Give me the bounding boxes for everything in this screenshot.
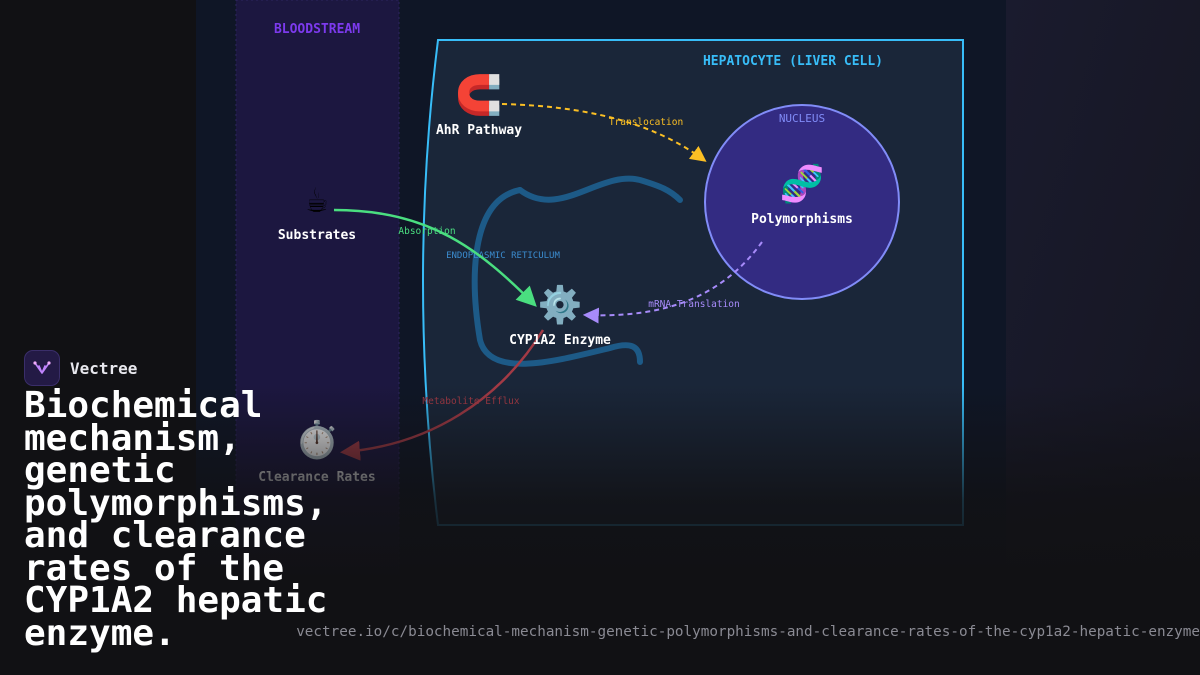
hepatocyte-cell bbox=[422, 39, 964, 526]
hepatocyte-label: HEPATOCYTE (LIVER CELL) bbox=[703, 54, 883, 69]
edge-label-translocation: Translocation bbox=[609, 117, 683, 128]
magnet-icon: 🧲 bbox=[455, 73, 502, 117]
er-label: ENDOPLASMIC RETICULUM bbox=[446, 251, 560, 261]
coffee-icon: ☕ bbox=[306, 180, 328, 221]
edge-label-mrna: mRNA Translation bbox=[648, 299, 740, 310]
edge-label-absorption: Absorption bbox=[398, 226, 455, 237]
brand-name: Vectree bbox=[70, 358, 138, 378]
bloodstream-label: BLOODSTREAM bbox=[274, 22, 360, 37]
page-url[interactable]: vectree.io/c/biochemical-mechanism-genet… bbox=[296, 624, 1200, 640]
vectree-logo-icon bbox=[24, 350, 60, 386]
dna-icon: 🧬 bbox=[780, 162, 825, 205]
edge-label-efflux: Metabolite Efflux bbox=[422, 396, 520, 407]
gear-icon: ⚙️ bbox=[538, 284, 583, 326]
page-title: Biochemical mechanism, genetic polymorph… bbox=[24, 385, 328, 654]
cyp1a2-label: CYP1A2 Enzyme bbox=[509, 333, 611, 348]
brand[interactable]: Vectree bbox=[24, 350, 137, 386]
substrates-label: Substrates bbox=[278, 228, 356, 243]
nucleus-label: NUCLEUS bbox=[779, 112, 825, 125]
polymorphisms-label: Polymorphisms bbox=[751, 212, 853, 227]
ahr-label: AhR Pathway bbox=[436, 123, 522, 138]
right-backdrop bbox=[1006, 0, 1200, 675]
